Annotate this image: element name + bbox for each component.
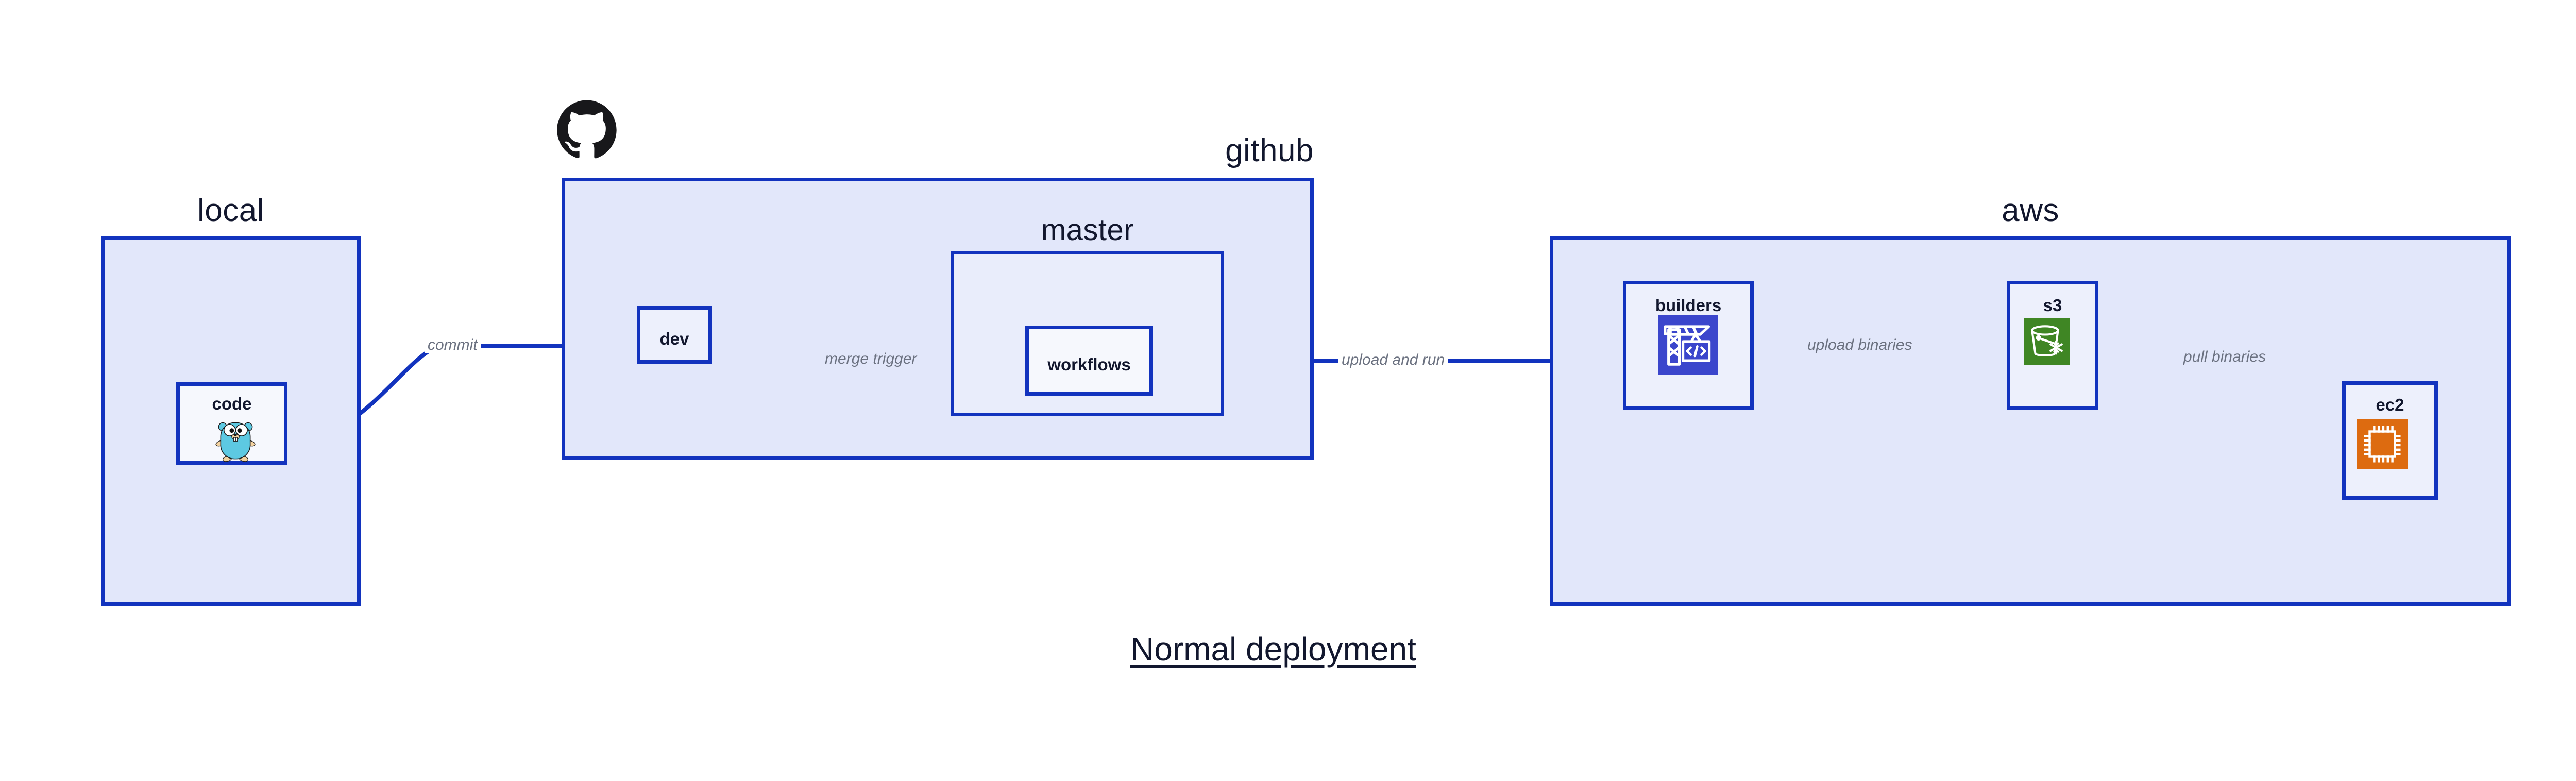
edge-label-upload-binaries: upload binaries: [1804, 337, 1916, 353]
go-gopher-icon: [215, 418, 256, 462]
edge-label-commit: commit: [425, 337, 481, 353]
group-label-github: github: [1225, 133, 1314, 168]
edge-label-pull-binaries: pull binaries: [2180, 349, 2269, 365]
group-local: [101, 236, 361, 606]
crane-code-icon: [1658, 315, 1718, 375]
group-label-local: local: [197, 193, 264, 228]
cpu-chip-icon: [2357, 419, 2408, 469]
node-dev[interactable]: dev: [637, 306, 712, 364]
node-label-ec2: ec2: [2376, 395, 2404, 414]
github-logo-icon: [555, 99, 618, 162]
node-s3[interactable]: s3: [2007, 281, 2098, 410]
node-code[interactable]: code: [176, 382, 287, 465]
node-label-builders: builders: [1655, 296, 1722, 315]
diagram-title: Normal deployment: [1130, 631, 1416, 668]
node-ec2[interactable]: ec2: [2342, 381, 2438, 500]
s3-bucket-icon: [2024, 318, 2070, 365]
node-label-workflows: workflows: [1047, 355, 1131, 374]
group-label-aws: aws: [2002, 193, 2059, 228]
edge-label-upload-and-run: upload and run: [1338, 352, 1448, 368]
subgroup-label-master: master: [1041, 213, 1134, 247]
node-label-code: code: [212, 394, 252, 413]
node-builders[interactable]: builders: [1623, 281, 1754, 410]
node-workflows[interactable]: workflows: [1025, 326, 1153, 396]
node-label-s3: s3: [2043, 296, 2062, 315]
node-label-dev: dev: [659, 329, 689, 348]
edge-label-merge-trigger: merge trigger: [822, 351, 920, 367]
